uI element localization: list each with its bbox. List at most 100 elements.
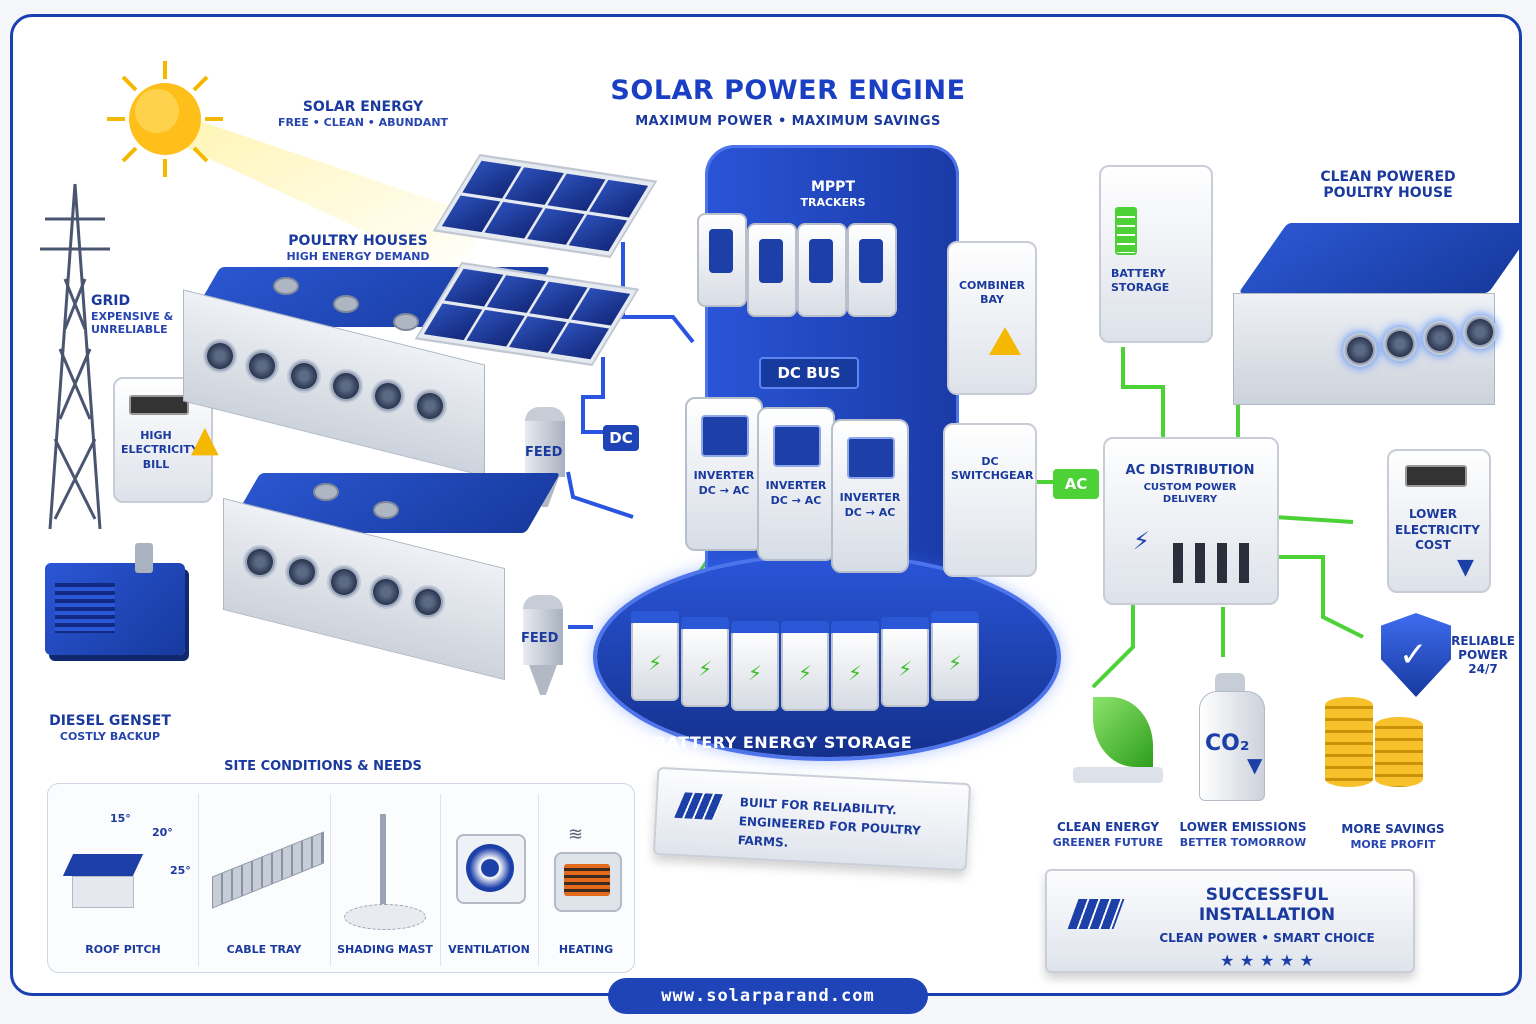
- fan-icon: [371, 379, 405, 413]
- site-item-label: HEATING: [558, 943, 614, 956]
- star-icon: ★ ★ ★ ★ ★: [1220, 951, 1314, 970]
- combiner-bay: COMBINER BAY: [947, 241, 1037, 395]
- reliable-line-1: RELIABLE: [1451, 634, 1515, 648]
- poultry-houses-sub: HIGH ENERGY DEMAND: [286, 250, 430, 264]
- site-ventilation: VENTILATION: [440, 794, 539, 966]
- mppt-module: [847, 223, 897, 317]
- coin-stack-icon: [1315, 677, 1465, 797]
- ac-distribution-panel: AC DISTRIBUTION CUSTOM POWER DELIVERY ⚡: [1103, 437, 1279, 605]
- angle-25: 25°: [170, 864, 191, 877]
- more-savings-title: MORE SAVINGS: [1341, 822, 1445, 836]
- fan-icon: [1423, 321, 1457, 355]
- feed-label-1: FEED: [525, 445, 563, 460]
- mast-icon: [380, 814, 386, 914]
- lower-cost-meter: LOWER ELECTRICITY COST ▼: [1387, 449, 1491, 593]
- clean-line: [1091, 597, 1135, 689]
- fan-icon: [1343, 333, 1377, 367]
- fan-icon: [1383, 327, 1417, 361]
- warning-icon: [989, 327, 1021, 355]
- fan-icon: [329, 369, 363, 403]
- reliability-line-2: ENGINEERED FOR POULTRY FARMS.: [737, 814, 922, 851]
- mppt-title: MPPT: [810, 179, 855, 195]
- mppt-sub: TRACKERS: [800, 196, 866, 210]
- co2-label: CO₂: [1205, 731, 1250, 756]
- fan-icon: [245, 349, 279, 383]
- diagram-title: SOLAR POWER ENGINE MAXIMUM POWER • MAXIM…: [553, 75, 1023, 129]
- fan-icon: [369, 575, 403, 609]
- clean-energy-sub: GREENER FUTURE: [1052, 835, 1164, 849]
- roof-vent-icon: [273, 277, 299, 295]
- fan-icon: [411, 585, 445, 619]
- site-item-label: CABLE TRAY: [226, 943, 302, 956]
- battery-cell: ⚡: [781, 621, 829, 711]
- dc-tag: DC: [603, 425, 639, 451]
- panel-line-1: [621, 242, 695, 344]
- fan-icon: [287, 359, 321, 393]
- cable-tray-icon: [212, 831, 324, 909]
- angle-15: 15°: [110, 812, 131, 825]
- ac-dist-sub: CUSTOM POWER DELIVERY: [1143, 481, 1237, 505]
- battery-cell: ⚡: [831, 621, 879, 711]
- down-arrow-icon: ▼: [1457, 555, 1474, 580]
- dc-switchgear: DC SWITCHGEAR: [943, 423, 1037, 577]
- battery-cell: ⚡: [881, 617, 929, 707]
- reliable-line-2: POWER: [1458, 647, 1508, 662]
- fan-icon: [203, 339, 237, 373]
- reliable-line: [1275, 555, 1364, 639]
- grid-title: GRID: [91, 293, 131, 309]
- poultry-house-2: [223, 473, 561, 703]
- battery-storage-cabinet-label: BATTERY STORAGE: [1111, 267, 1170, 295]
- site-conditions-panel: 15° 20° 25° ROOF PITCH CABLE TRAY SHADIN…: [47, 783, 635, 973]
- success-title: SUCCESSFUL INSTALLATION: [1198, 885, 1336, 925]
- sun-icon: [105, 59, 225, 179]
- inverter-conv: DC → AC: [770, 493, 822, 507]
- solar-panel-icon: [1067, 899, 1125, 929]
- battery-cell: ⚡: [731, 621, 779, 711]
- fan-icon: [456, 834, 526, 904]
- diesel-label: DIESEL GENSET COSTLY BACKUP: [35, 713, 185, 744]
- combiner-label: COMBINER BAY: [958, 279, 1026, 307]
- cost-line: [1274, 515, 1354, 524]
- lower-emissions-title: LOWER EMISSIONS: [1179, 820, 1307, 834]
- feed-line-1: [566, 471, 634, 519]
- inverter-name: INVERTER: [765, 479, 827, 492]
- silo-icon: [519, 595, 567, 705]
- mppt-module: [697, 213, 747, 307]
- battery-storage-cabinet: BATTERY STORAGE: [1099, 165, 1213, 343]
- high-bill-text: HIGH ELECTRICITY BILL: [121, 429, 199, 471]
- grid-label: GRID EXPENSIVE & UNRELIABLE: [91, 293, 191, 336]
- feed-label-2: FEED: [521, 631, 559, 646]
- lower-emissions-sub: BETTER TOMORROW: [1179, 835, 1307, 849]
- solar-panel-icon: [674, 792, 725, 820]
- heat-waves-icon: ≋: [568, 824, 584, 845]
- grid-sub: EXPENSIVE & UNRELIABLE: [91, 310, 174, 336]
- diesel-title: DIESEL GENSET: [49, 713, 171, 729]
- lower-cost-text: LOWER ELECTRICITY COST: [1395, 507, 1480, 553]
- clean-house-label: CLEAN POWERED POULTRY HOUSE: [1303, 169, 1473, 201]
- bolt-icon: ⚡: [947, 651, 963, 675]
- site-heading: SITE CONDITIONS & NEEDS: [224, 759, 422, 774]
- bolt-icon: ⚡: [847, 661, 863, 685]
- site-item-label: SHADING MAST: [337, 943, 433, 956]
- poultry-house-1: [183, 267, 551, 497]
- clean-powered-house: [1233, 223, 1519, 443]
- clean-house-sub: POULTRY HOUSE: [1323, 185, 1453, 202]
- power-pylon-icon: [35, 179, 115, 539]
- clean-energy-title: CLEAN ENERGY: [1056, 820, 1160, 834]
- diesel-sub: COSTLY BACKUP: [59, 730, 161, 744]
- inverter-name: INVERTER: [839, 491, 901, 504]
- solar-energy-sub: FREE • CLEAN • ABUNDANT: [277, 116, 449, 130]
- angle-20: 20°: [152, 826, 173, 839]
- bolt-icon: ⚡: [897, 657, 913, 681]
- site-item-label: VENTILATION: [448, 943, 530, 956]
- diagram-frame: SOLAR POWER ENGINE MAXIMUM POWER • MAXIM…: [10, 14, 1522, 996]
- site-item-label: ROOF PITCH: [85, 943, 161, 956]
- mppt-module: [797, 223, 847, 317]
- website-link[interactable]: www.solarparand.com: [608, 978, 928, 1014]
- meter-icon: [129, 395, 189, 415]
- ac-dist-title: AC DISTRIBUTION: [1125, 463, 1255, 478]
- more-savings-label: MORE SAVINGS MORE PROFIT: [1313, 822, 1473, 851]
- lower-emissions-label: LOWER EMISSIONS BETTER TOMORROW: [1163, 820, 1323, 849]
